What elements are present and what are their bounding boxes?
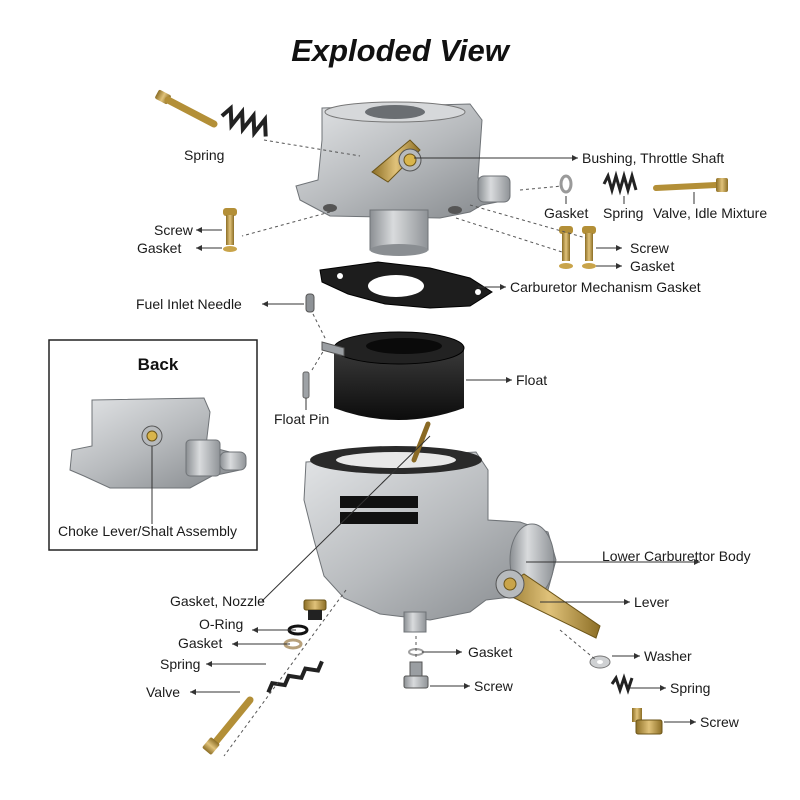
label-washer: Washer <box>644 648 692 664</box>
label-choke-lever: Choke Lever/Shalt Assembly <box>58 523 237 539</box>
screw-right-mid-icon <box>559 226 596 269</box>
label-lower-carburettor-body: Lower Carburettor Body <box>602 548 751 564</box>
carburetor-mechanism-gasket-icon <box>319 261 493 309</box>
label-spring-top: Spring <box>184 147 224 163</box>
lower-carburetor-body <box>303 421 557 633</box>
leader-lines <box>190 157 700 723</box>
label-gasket-right-top: Gasket <box>544 205 588 221</box>
label-fuel-inlet-needle: Fuel Inlet Needle <box>136 296 242 312</box>
label-screw-left-top: Screw <box>154 222 194 238</box>
upper-carburetor-body <box>295 101 511 256</box>
valve-left-low-icon <box>202 696 254 755</box>
label-screw-right-low: Screw <box>700 714 740 730</box>
label-spring-right-low: Spring <box>670 680 710 696</box>
washer-icon <box>589 655 611 669</box>
back-view-inset: Back <box>48 339 258 551</box>
idle-mixture-valve-icon <box>653 178 728 192</box>
screw-right-low-icon <box>632 708 663 735</box>
float-pin-icon <box>302 371 310 399</box>
label-screw-mid-low: Screw <box>474 678 514 694</box>
fuel-inlet-needle-icon <box>305 293 315 313</box>
label-spring-right-top: Spring <box>603 205 643 221</box>
label-float-pin: Float Pin <box>274 411 329 427</box>
screw-left-top-icon <box>223 208 237 252</box>
spring-left-low-icon <box>266 660 324 694</box>
label-valve-idle-mixture: Valve, Idle Mixture <box>653 205 767 221</box>
spring-right-top-icon <box>602 170 638 196</box>
leader-arrowheads <box>190 155 700 725</box>
lever-icon <box>495 569 601 639</box>
label-float: Float <box>516 372 547 388</box>
label-valve-left-low: Valve <box>146 684 180 700</box>
label-bushing-throttle-shaft: Bushing, Throttle Shaft <box>582 150 724 166</box>
label-spring-left-low: Spring <box>160 656 200 672</box>
spring-right-low-icon <box>610 673 634 695</box>
label-gasket-nozzle: Gasket, Nozzle <box>170 593 265 609</box>
idle-screw-top <box>155 90 218 128</box>
label-gasket-right-mid: Gasket <box>630 258 674 274</box>
label-o-ring: O-Ring <box>199 616 243 632</box>
label-lever: Lever <box>634 594 669 610</box>
label-gasket-left-low: Gasket <box>178 635 222 651</box>
screw-mid-low-icon <box>403 661 429 689</box>
spring-top-icon <box>220 104 268 139</box>
gasket-ring-right-icon <box>559 174 573 194</box>
nozzle-icon <box>303 599 327 620</box>
label-carburetor-mechanism-gasket: Carburetor Mechanism Gasket <box>510 279 701 295</box>
label-gasket-left-top: Gasket <box>137 240 181 256</box>
label-gasket-mid-low: Gasket <box>468 644 512 660</box>
label-screw-right-mid: Screw <box>630 240 670 256</box>
float-icon <box>321 331 465 420</box>
back-title: Back <box>138 355 179 374</box>
page-title: Exploded View <box>291 33 511 68</box>
